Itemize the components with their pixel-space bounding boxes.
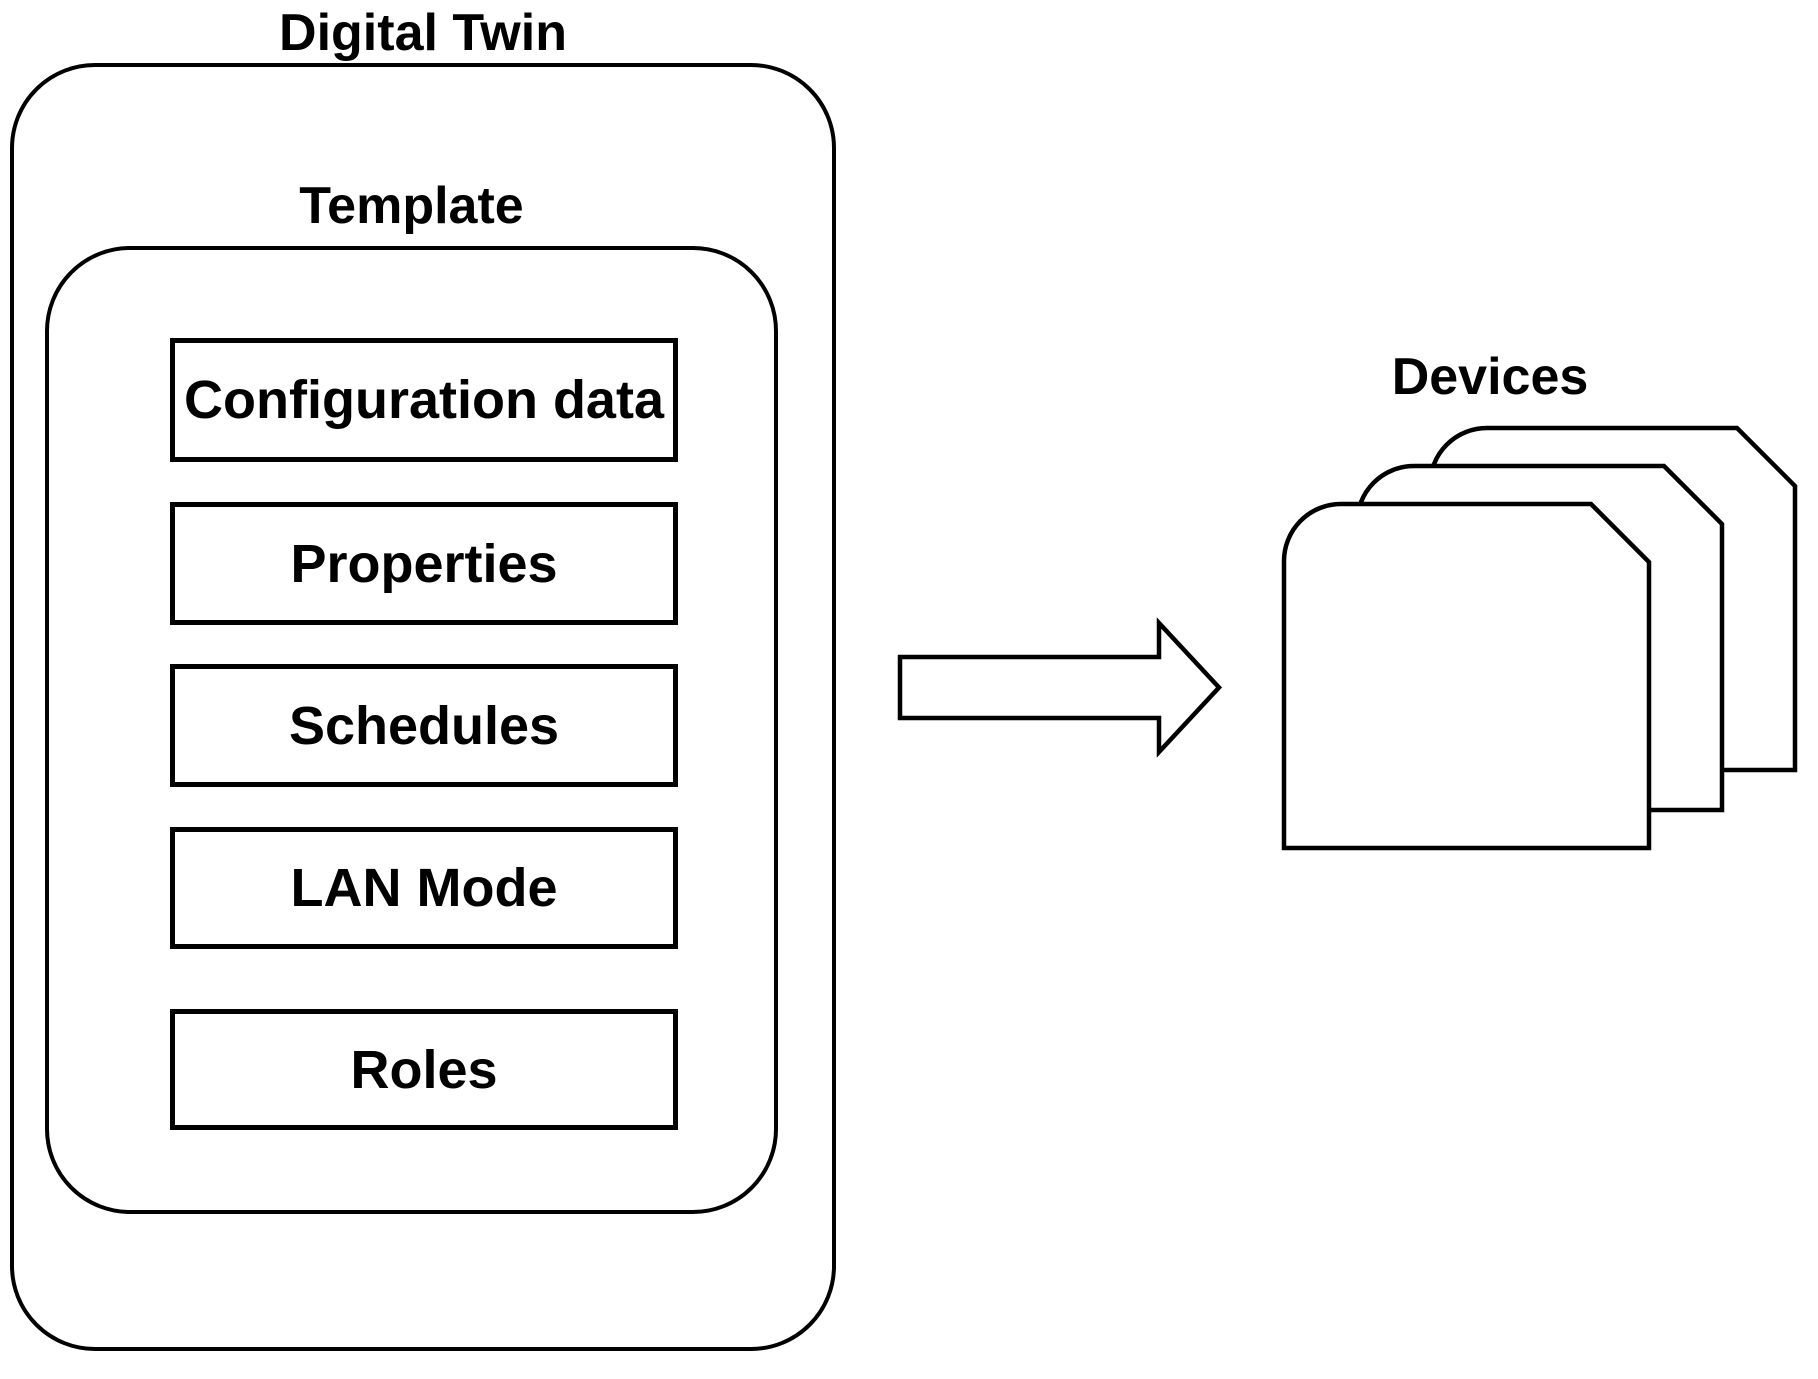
box-properties: Properties	[170, 502, 678, 625]
template-title: Template	[299, 177, 524, 235]
right-arrow-icon	[897, 617, 1223, 758]
device-card-front	[1281, 501, 1652, 851]
box-roles: Roles	[170, 1009, 678, 1130]
devices-title: Devices	[1391, 348, 1589, 406]
digital-twin-container	[10, 63, 836, 1351]
box-lan-mode: LAN Mode	[170, 827, 678, 949]
digital-twin-title: Digital Twin	[279, 4, 567, 62]
box-schedules: Schedules	[170, 664, 678, 787]
template-container	[45, 246, 778, 1214]
box-configuration-data: Configuration data	[170, 338, 678, 462]
